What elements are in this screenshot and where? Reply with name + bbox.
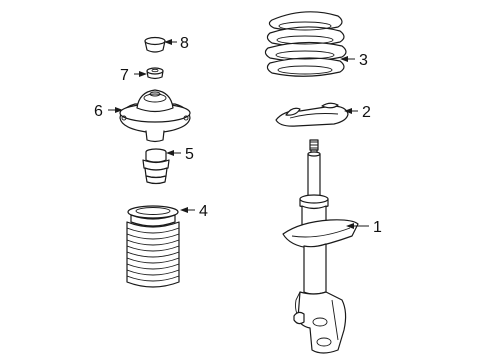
callout-1-label: 1 [373, 219, 382, 236]
callout-1: 1 [346, 219, 382, 236]
part-7-nut [146, 67, 164, 80]
callout-6: 6 [94, 103, 123, 120]
callout-3-label: 3 [359, 52, 368, 69]
part-6-strut-mount [119, 89, 191, 143]
callout-8: 8 [164, 35, 189, 52]
callout-5: 5 [166, 146, 194, 163]
part-3-coil-spring [264, 11, 347, 77]
part-1-strut-assembly [282, 139, 359, 354]
callout-6-label: 6 [94, 103, 103, 120]
callout-2-label: 2 [362, 104, 371, 121]
part-8-cap [144, 36, 166, 53]
part-5-jounce-bumper [142, 148, 170, 185]
callout-7-label: 7 [120, 67, 129, 84]
callout-8-label: 8 [180, 35, 189, 52]
part-4-dust-boot [126, 205, 180, 288]
callout-3: 3 [340, 52, 368, 69]
callout-5-label: 5 [185, 146, 194, 163]
callout-2: 2 [344, 104, 371, 121]
part-2-spring-seat [275, 102, 349, 127]
callout-4-label: 4 [199, 203, 208, 220]
callout-7: 7 [120, 67, 147, 84]
callout-4: 4 [180, 203, 208, 220]
